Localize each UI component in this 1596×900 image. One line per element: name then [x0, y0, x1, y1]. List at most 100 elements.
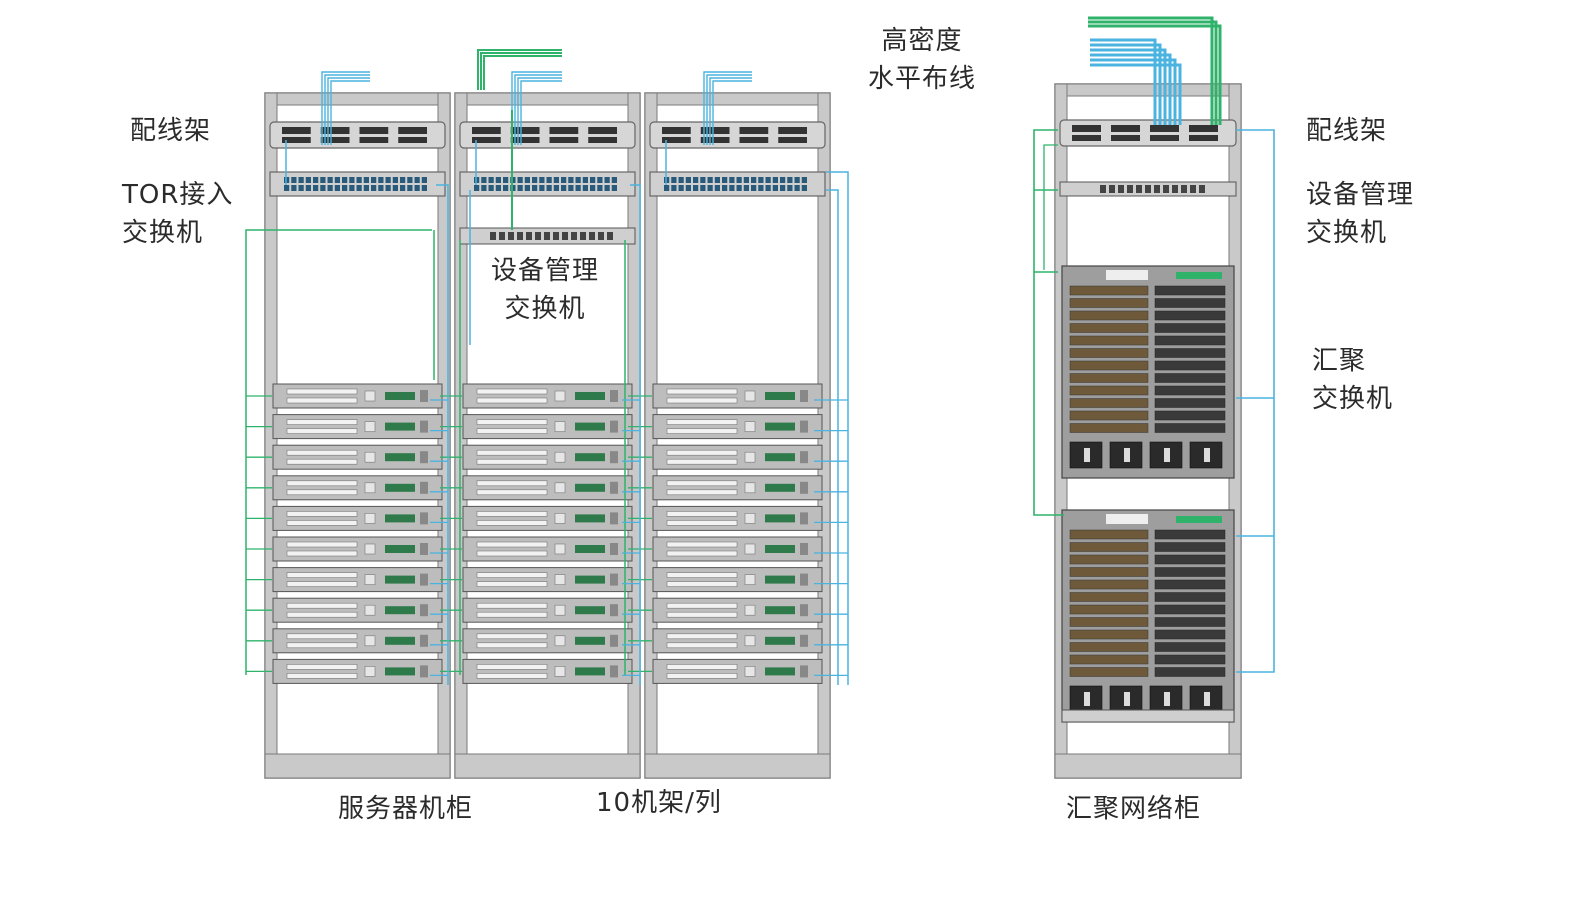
tor-switch-label-line2: 交换机	[122, 218, 204, 248]
server-unit	[652, 505, 823, 531]
server-unit	[652, 383, 823, 409]
server-unit-status-panel	[385, 392, 415, 400]
line-card-slot	[1069, 592, 1149, 602]
tor-switch-port	[495, 185, 501, 191]
server-unit-handle	[420, 543, 428, 555]
server-unit-drive-bay	[286, 642, 358, 649]
tor-switch-port	[495, 177, 501, 183]
line-card-slot	[1069, 567, 1149, 577]
tor-switch-port	[400, 177, 406, 183]
server-unit-drive-bay	[666, 550, 738, 557]
tor-switch-port	[582, 185, 588, 191]
tor-switch-port	[714, 177, 720, 183]
tor-switch-port	[685, 177, 691, 183]
patch-panel-port-block	[662, 127, 691, 134]
server-unit-drive-bay	[666, 520, 738, 526]
tor-switch-port	[291, 177, 297, 183]
tor-switch-port	[801, 177, 807, 183]
uplink-fiber	[712, 80, 752, 145]
agg-mgmt-switch-port	[1118, 185, 1124, 193]
line-card-slot	[1069, 348, 1149, 358]
server-unit-status-panel	[765, 575, 795, 584]
tor-switch-port	[371, 177, 377, 183]
patch-panel-port-block	[588, 137, 617, 143]
tor-switch-port	[474, 185, 480, 191]
agg-uplink-fiber	[1090, 38, 1157, 125]
line-card-slot	[1069, 385, 1149, 396]
server-unit-drive-bay	[476, 428, 548, 434]
mgmt-switch-port	[589, 232, 595, 240]
tor-switch-port	[320, 185, 326, 191]
tor-switch-port	[517, 185, 523, 191]
tor-switch-port	[488, 185, 494, 191]
patch-panel	[269, 121, 446, 149]
tor-switch-port	[597, 177, 603, 183]
mgmt-switch-port	[508, 232, 514, 240]
patch-panel-port-block	[739, 137, 769, 143]
server-unit-drive-bay	[286, 673, 358, 679]
line-card-slot	[1069, 654, 1149, 665]
server-unit-drive-bay	[666, 388, 738, 395]
server-unit-drive-bay	[666, 581, 738, 587]
tor-switch-port	[722, 177, 728, 183]
server-unit-drive-bay	[476, 611, 548, 618]
mgmt-switch-port	[517, 232, 523, 240]
psu-handle	[1164, 448, 1170, 462]
tor-switch-port	[736, 177, 742, 183]
tor-switch-port	[407, 177, 413, 183]
line-card-slot	[1069, 604, 1149, 615]
tor-switch-port	[590, 185, 596, 191]
server-rack-3-top-cap	[644, 92, 831, 106]
tor-switch-port	[414, 185, 420, 191]
aggregation-rack	[1054, 83, 1242, 779]
chassis-status-bar	[1176, 516, 1222, 523]
tor-switch-port	[671, 185, 677, 191]
tor-switch-label: TOR接入 交换机	[122, 176, 233, 252]
tor-switch-port	[392, 177, 398, 183]
server-unit-button	[554, 421, 566, 432]
tor-switch-port	[291, 185, 297, 191]
tor-switch-port	[385, 177, 391, 183]
uplink-fiber	[703, 71, 752, 145]
server-unit-button	[364, 574, 376, 585]
server-unit-button	[744, 421, 756, 432]
tor-switch-port	[539, 185, 545, 191]
server-unit-button	[554, 451, 566, 463]
patch-panel-port-block	[320, 127, 350, 134]
agg-patch-panel-port-block	[1111, 125, 1140, 132]
mgmt-switch-right-line1: 设备管理	[1306, 180, 1415, 210]
server-unit-button	[744, 482, 756, 494]
uplink-fiber	[327, 77, 370, 145]
tor-switch-port	[517, 177, 523, 183]
tor-switch-port	[342, 177, 348, 183]
patch-panel-port-block	[739, 127, 769, 134]
server-rack-2	[454, 92, 641, 779]
server-unit-status-panel	[575, 606, 605, 615]
server-unit-status-panel	[765, 422, 795, 431]
server-unit-handle	[610, 390, 618, 402]
tor-switch-port	[334, 185, 340, 191]
line-card-slot	[1069, 529, 1149, 540]
server-unit-handle	[610, 512, 618, 525]
psu-handle	[1084, 692, 1090, 706]
server-unit-handle	[800, 634, 808, 647]
patch-panel-port-block	[778, 127, 807, 134]
server-unit-drive-bay	[476, 572, 548, 578]
server-unit-status-panel	[385, 667, 415, 676]
server-unit-status-panel	[575, 667, 605, 676]
server-unit-drive-bay	[666, 428, 738, 434]
tor-switch-port	[787, 185, 793, 191]
mgmt-switch-label-right: 设备管理 交换机	[1306, 176, 1414, 252]
tor-switch-port	[772, 177, 778, 183]
fabric-slot	[1154, 410, 1226, 421]
server-unit-drive-bay	[286, 572, 358, 578]
server-rack-1-top-cap	[264, 92, 451, 106]
server-unit-status-panel	[765, 453, 795, 462]
server-unit-status-panel	[765, 636, 795, 645]
agg-mgmt-switch-port	[1163, 185, 1169, 193]
tor-switch-port	[327, 177, 333, 183]
server-unit-drive-bay	[666, 673, 738, 679]
uplink-fiber	[324, 74, 370, 145]
server-unit-drive-bay	[286, 541, 358, 548]
high-density-line2: 水平布线	[867, 64, 976, 94]
